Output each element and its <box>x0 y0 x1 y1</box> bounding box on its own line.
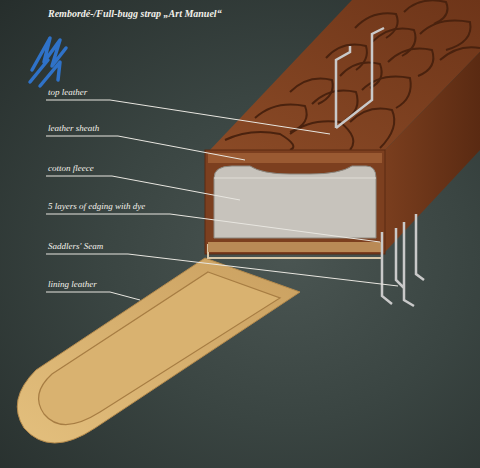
seam-stitch-bottom <box>382 214 424 306</box>
part-label: leather sheath <box>48 123 99 133</box>
part-label: Saddlers' Seam <box>48 241 103 251</box>
logo <box>30 38 66 86</box>
leader-lines <box>46 100 398 300</box>
side-face <box>385 52 480 252</box>
fleece-highlight <box>214 178 376 179</box>
part-label: cotton fleece <box>48 163 94 173</box>
part-label: 5 layers of edging with dye <box>48 201 145 211</box>
lining-section <box>208 242 382 252</box>
cotton-fleece-section <box>214 166 376 238</box>
part-label: top leather <box>48 87 87 97</box>
diagram-title: Rembordé-/Full-bugg strap „Art Manuel“ <box>48 8 222 19</box>
lining-leather-shape <box>17 258 300 443</box>
lining-inner-outline <box>39 272 280 425</box>
leather-sheath-section <box>205 150 385 254</box>
seam-stitch-top <box>336 28 384 128</box>
part-label: lining leather <box>48 279 97 289</box>
